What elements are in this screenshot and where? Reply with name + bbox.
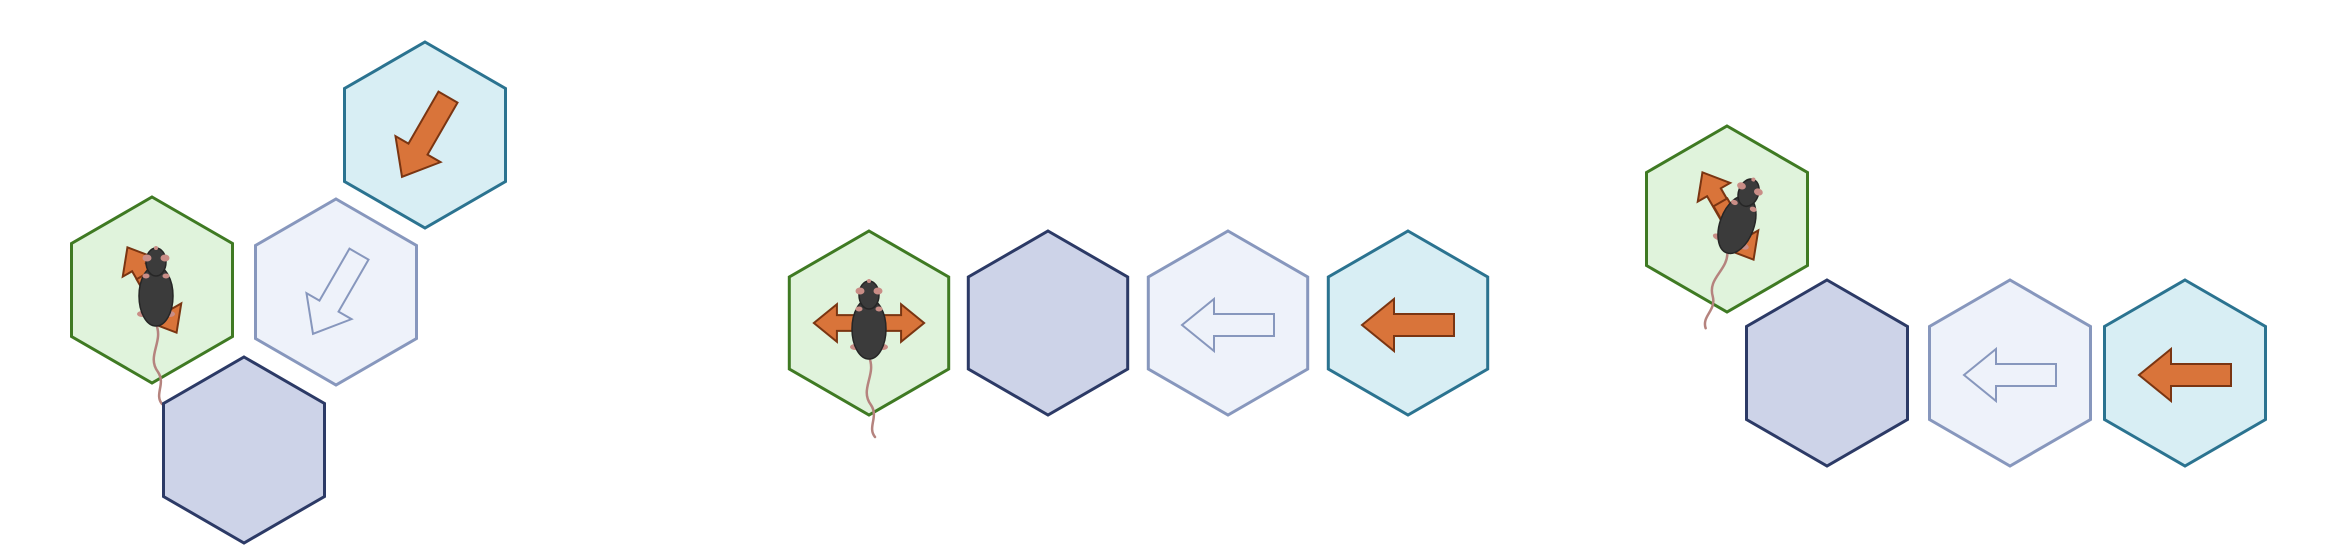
hexagon-neutral bbox=[1745, 278, 1909, 468]
hexagon-neutral bbox=[162, 355, 326, 545]
mouse-paw bbox=[1749, 206, 1757, 212]
filled-arrow-down-left bbox=[394, 90, 459, 179]
hex-cell-neutral bbox=[966, 229, 1130, 417]
mouse-icon bbox=[850, 279, 888, 439]
mouse-ear bbox=[855, 287, 865, 295]
configuration-left bbox=[70, 40, 507, 545]
mouse-paw bbox=[162, 273, 170, 279]
filled-arrow-left bbox=[2137, 346, 2232, 404]
hexagon-neutral bbox=[966, 229, 1130, 417]
mouse-icon bbox=[137, 246, 175, 406]
configuration-middle bbox=[787, 229, 1490, 439]
hex-cell-start bbox=[70, 195, 234, 406]
hex-cell-target bbox=[1326, 229, 1490, 417]
mouse-paw bbox=[855, 306, 863, 312]
mouse-paw bbox=[1730, 199, 1738, 206]
hex-cell-target bbox=[343, 40, 507, 230]
hexagon-cue bbox=[1146, 229, 1310, 417]
hexagon-cue bbox=[1928, 278, 2092, 468]
mouse-ear bbox=[1754, 188, 1763, 196]
mouse-ear bbox=[160, 254, 170, 262]
mouse-ear bbox=[142, 254, 152, 262]
hex-cell-cue bbox=[254, 197, 418, 387]
hex-cell-neutral bbox=[1745, 278, 1909, 468]
mouse-nose bbox=[154, 246, 158, 250]
mouse-nose bbox=[867, 279, 871, 283]
mouse-nose bbox=[1751, 177, 1756, 182]
mouse-ear bbox=[873, 287, 883, 295]
mouse-tail bbox=[865, 355, 877, 439]
mouse-ear bbox=[1737, 182, 1746, 190]
hex-cell-start bbox=[1645, 124, 1809, 330]
mouse-icon bbox=[1703, 177, 1763, 330]
mouse-paw bbox=[875, 306, 883, 312]
outline-arrow-left bbox=[1962, 346, 2057, 404]
filled-arrow-left bbox=[1360, 296, 1455, 354]
configuration-right bbox=[1645, 124, 2267, 468]
mouse-paw bbox=[142, 273, 150, 279]
diagram-layer bbox=[70, 40, 2267, 545]
mouse-head bbox=[145, 247, 167, 277]
hex-cell-cue bbox=[1146, 229, 1310, 417]
hex-cell-start bbox=[787, 229, 951, 439]
hex-cell-neutral bbox=[162, 355, 326, 545]
hex-cell-cue bbox=[1928, 278, 2092, 468]
mouse-head bbox=[858, 280, 880, 310]
outline-arrow-down-left bbox=[305, 247, 370, 336]
mouse-tail bbox=[152, 322, 164, 406]
hex-cell-target bbox=[2103, 278, 2267, 468]
hexagon-cue bbox=[254, 197, 418, 387]
mouse-tail bbox=[1703, 249, 1729, 330]
outline-arrow-left bbox=[1180, 296, 1275, 354]
